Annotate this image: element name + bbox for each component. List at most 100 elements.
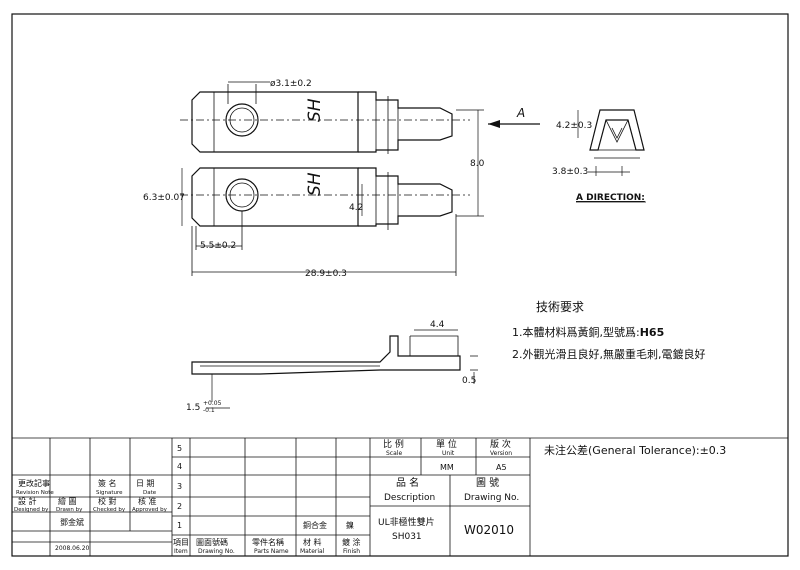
row-number-2: 2 bbox=[177, 502, 182, 511]
part-code: SH031 bbox=[392, 532, 422, 542]
row-number-1: 1 bbox=[177, 521, 182, 530]
date-cn: 日 期 bbox=[136, 479, 155, 488]
drawing-number: W02010 bbox=[464, 523, 514, 537]
finish-en: Finish bbox=[343, 548, 360, 555]
item-en: Item bbox=[174, 548, 188, 555]
date-en: Date bbox=[143, 490, 157, 496]
pitch-height-dim: 6.3±0.07 bbox=[143, 193, 185, 203]
upper-blade-edges bbox=[375, 96, 399, 154]
notes-heading: 技術要求 bbox=[536, 300, 584, 314]
designer-name: 鄧金斌 bbox=[60, 517, 84, 527]
row-number-3: 3 bbox=[177, 482, 182, 491]
unit-en: Unit bbox=[442, 450, 455, 457]
drawing-no-cn: 圖 號 bbox=[476, 476, 499, 489]
view-label: A DIRECTION: bbox=[576, 193, 645, 203]
upper-sh-mark: SH bbox=[305, 98, 325, 122]
side-view-inner bbox=[605, 119, 629, 143]
scale-en: Scale bbox=[386, 450, 402, 457]
hole-diameter-dim: ø3.1±0.2 bbox=[270, 79, 312, 89]
upper-blade bbox=[358, 91, 453, 153]
approved-en: Approved by bbox=[132, 507, 168, 513]
lower-sh-mark: SH bbox=[305, 172, 325, 196]
parts-rows bbox=[172, 456, 370, 536]
note-material: H65 bbox=[640, 326, 665, 339]
material-cn: 材 料 bbox=[303, 537, 322, 547]
parts-name-cn: 零件名稱 bbox=[252, 537, 284, 547]
version-cn: 版 次 bbox=[490, 438, 511, 450]
unit-value: MM bbox=[440, 463, 454, 472]
side-height-dim: 4.2±0.3 bbox=[556, 121, 592, 131]
revision-note-cn: 更改記事 bbox=[18, 478, 50, 488]
checked-en: Checked by bbox=[93, 507, 126, 513]
top-view: SH SH ø3.1±0.2 6.3±0.07 5.5±0.2 28.9±0.3… bbox=[143, 79, 540, 279]
bend-height-dim: 4.4 bbox=[430, 320, 445, 330]
side-view-base bbox=[590, 149, 644, 159]
title-block: 未注公差(General Tolerance):±0.3 比 例 Scale 單… bbox=[12, 437, 788, 556]
spacing-dim: 8.0 bbox=[470, 159, 485, 169]
designed-en: Designed by bbox=[14, 507, 49, 513]
spacing-dim-line bbox=[456, 109, 484, 217]
signature-en: Signature bbox=[96, 490, 123, 496]
finish-cn: 鍍 涂 bbox=[342, 537, 361, 547]
revision-cols bbox=[49, 438, 173, 556]
drawn-en: Drawn by bbox=[56, 507, 83, 513]
lower-terminal-body bbox=[191, 167, 359, 227]
profile-inner bbox=[200, 335, 459, 367]
lower-blade-edges bbox=[375, 172, 399, 230]
direction-arrowhead bbox=[488, 120, 500, 128]
revision-note-en: Revision Note bbox=[16, 490, 54, 496]
row1-finish: 鎳 bbox=[346, 520, 354, 530]
technical-notes: 技術要求 1.本體材料爲黃銅,型號爲:H65 2.外觀光滑且良好,無嚴重毛刺,電… bbox=[512, 300, 706, 361]
side-view-outline bbox=[589, 109, 645, 151]
note-line-1: 1.本體材料爲黃銅,型號爲:H65 bbox=[512, 325, 664, 339]
thickness-dim: 0.5 bbox=[462, 376, 476, 386]
sheet-border bbox=[11, 13, 789, 557]
tab-tol-minus: -0.1 bbox=[203, 407, 215, 414]
parts-cols bbox=[189, 438, 371, 556]
length-dim-extension bbox=[191, 214, 457, 276]
description-en: Description bbox=[384, 493, 435, 503]
version-value: A5 bbox=[496, 463, 507, 472]
unit-cn: 單 位 bbox=[436, 438, 457, 450]
note-line-2: 2.外觀光滑且良好,無嚴重毛刺,電鍍良好 bbox=[512, 347, 706, 361]
upper-hole-outer bbox=[225, 103, 259, 137]
thickness-dim-line bbox=[470, 355, 478, 384]
tab-tol-plus: +0.05 bbox=[203, 400, 222, 407]
material-en: Material bbox=[300, 548, 325, 555]
side-width-dim-line bbox=[588, 166, 630, 176]
item-cn: 項目 bbox=[173, 538, 189, 547]
description-cn: 品 名 bbox=[396, 476, 419, 489]
hole-dim-extension bbox=[227, 84, 257, 104]
profile-outline bbox=[191, 335, 461, 375]
design-date: 2008.06.20 bbox=[55, 545, 90, 552]
row-number-4: 4 bbox=[177, 462, 182, 471]
slot-width-dim: 4.2 bbox=[349, 203, 363, 213]
direction-arrow-label: A bbox=[516, 106, 525, 120]
drawing-no-en: Drawing No. bbox=[464, 493, 519, 503]
side-width-dim: 3.8±0.3 bbox=[552, 167, 588, 177]
tab-dim-line bbox=[206, 374, 230, 409]
info-cols bbox=[420, 438, 531, 556]
designed-cn: 設 計 bbox=[18, 496, 37, 506]
side-view-a: 4.2±0.3 3.8±0.3 A DIRECTION: bbox=[552, 109, 646, 203]
approved-cn: 核 准 bbox=[138, 496, 157, 506]
profile-view: 4.4 0.5 1.5 +0.05 -0.1 bbox=[186, 320, 478, 414]
lower-blade bbox=[358, 167, 453, 227]
hole-offset-dim: 5.5±0.2 bbox=[200, 241, 236, 251]
signature-cn: 簽 名 bbox=[98, 478, 117, 488]
checked-cn: 校 對 bbox=[98, 496, 117, 506]
overall-length-dim: 28.9±0.3 bbox=[305, 269, 347, 279]
parts-name-en: Parts Name bbox=[254, 548, 289, 555]
drawing-number-header-cn: 圖面號碼 bbox=[196, 537, 228, 547]
row-number-5: 5 bbox=[177, 444, 182, 453]
version-en: Version bbox=[490, 450, 512, 457]
general-tolerance: 未注公差(General Tolerance):±0.3 bbox=[544, 443, 726, 457]
part-description: UL非極性雙片 bbox=[378, 516, 435, 528]
drawing-number-header-en: Drawing No. bbox=[198, 548, 235, 555]
scale-cn: 比 例 bbox=[383, 438, 404, 450]
row1-material: 銅合金 bbox=[303, 520, 327, 530]
drawn-cn: 繪 圖 bbox=[58, 496, 77, 506]
upper-terminal-body bbox=[191, 91, 359, 153]
